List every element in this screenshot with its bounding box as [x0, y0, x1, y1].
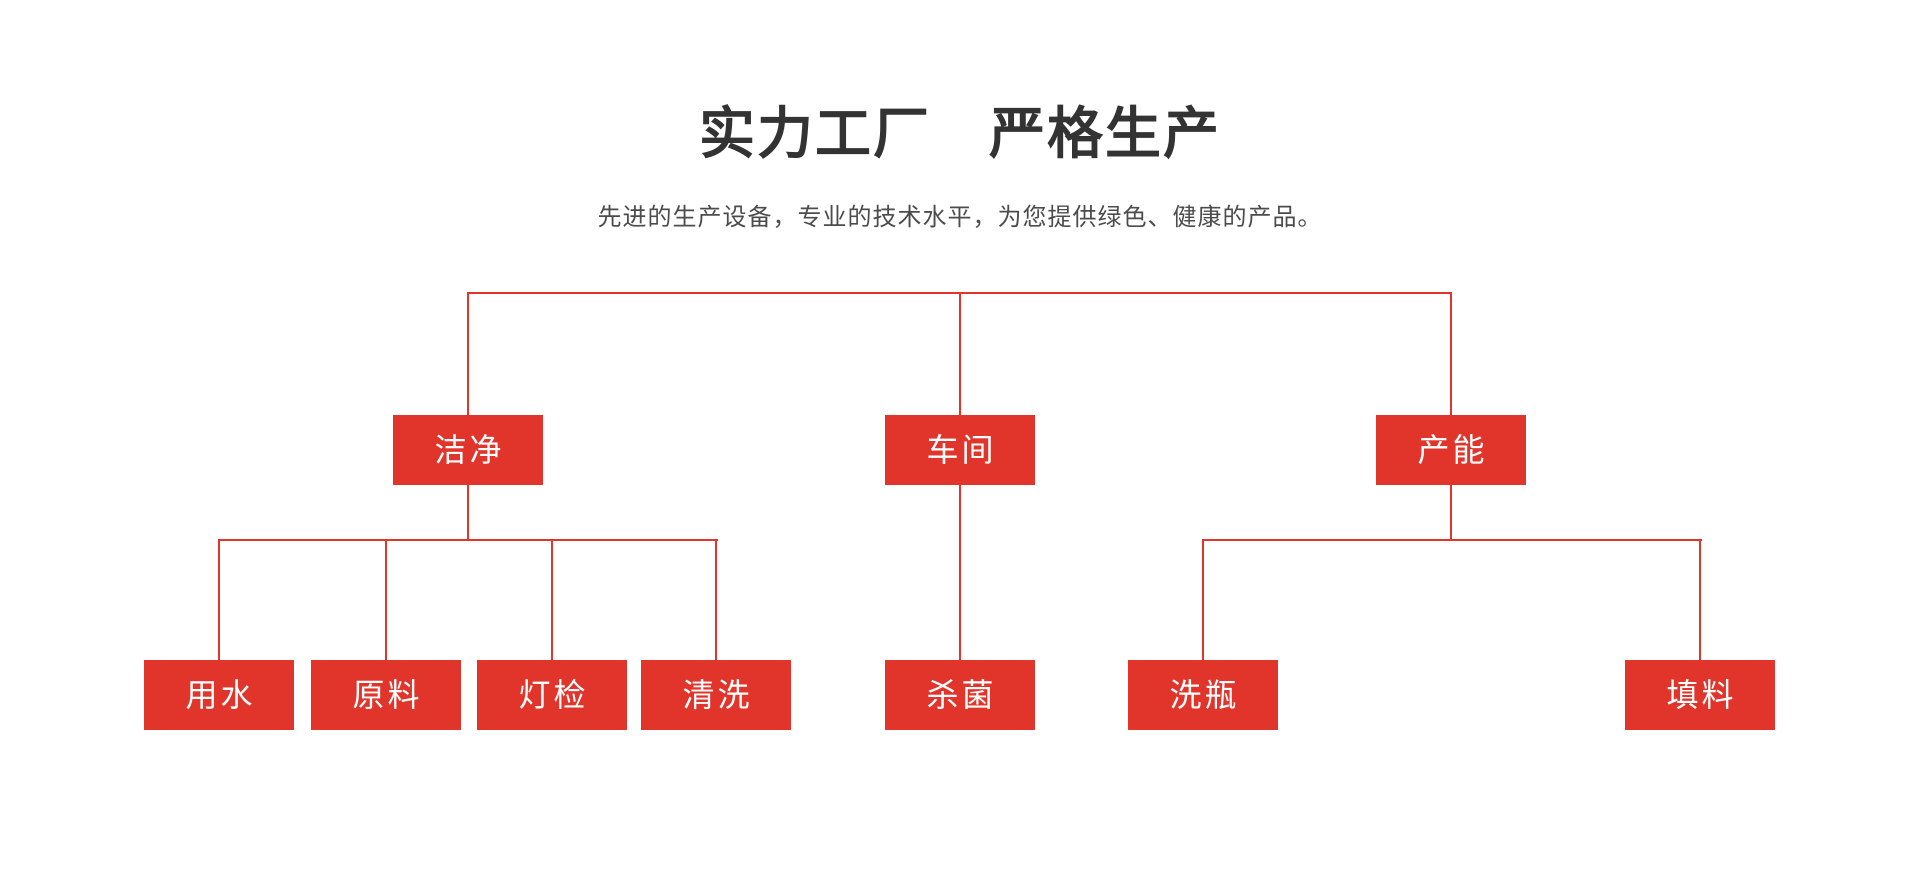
node-filling: 填料: [1625, 660, 1775, 730]
connector-drop-capacity: [1450, 292, 1452, 416]
connector-stub-workshop: [959, 484, 961, 662]
connector-rail-capacity-children: [1202, 539, 1702, 541]
node-bottle-wash: 洗瓶: [1128, 660, 1278, 730]
connector-drop-filling: [1699, 539, 1701, 662]
connector-drop-cleaning: [715, 539, 717, 662]
node-workshop: 车间: [885, 415, 1035, 485]
connector-drop-clean: [467, 292, 469, 416]
node-lamp-check: 灯检: [477, 660, 627, 730]
node-capacity: 产能: [1376, 415, 1526, 485]
node-water: 用水: [144, 660, 294, 730]
section-subtitle: 先进的生产设备，专业的技术水平，为您提供绿色、健康的产品。: [597, 204, 1323, 231]
node-sterilize: 杀菌: [885, 660, 1035, 730]
connector-drop-material: [385, 539, 387, 662]
connector-drop-workshop: [959, 292, 961, 416]
connector-drop-water: [218, 539, 220, 662]
connector-rail-clean-children: [218, 539, 718, 541]
section-title: 实力工厂 严格生产: [699, 102, 1221, 165]
connector-drop-bottle-wash: [1202, 539, 1204, 662]
connector-stub-capacity: [1450, 484, 1452, 541]
node-clean: 洁净: [393, 415, 543, 485]
node-raw-material: 原料: [311, 660, 461, 730]
connector-drop-lamp-check: [551, 539, 553, 662]
node-cleaning: 清洗: [641, 660, 791, 730]
connector-stub-clean: [467, 484, 469, 541]
